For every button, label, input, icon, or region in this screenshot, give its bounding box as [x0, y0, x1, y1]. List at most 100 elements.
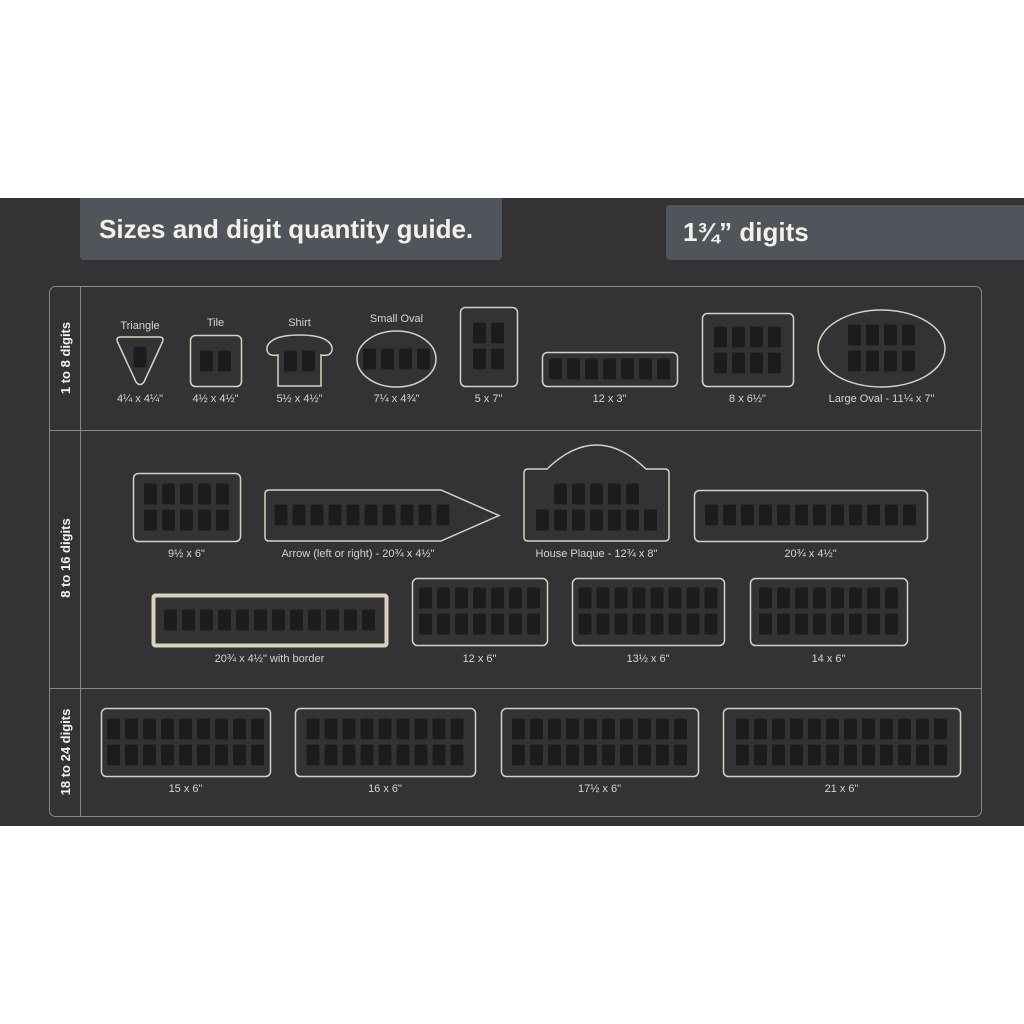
guide-title: Sizes and digit quantity guide.: [80, 198, 502, 260]
digit-slot: [584, 718, 597, 740]
digit-slot: [491, 613, 504, 635]
digit-slot: [626, 509, 639, 531]
plaque-option: Large Oval - 11¼ x 7": [817, 309, 946, 405]
digit-slot: [572, 483, 585, 505]
plaque-size: 12 x 6": [463, 653, 497, 665]
plaque-option: 12 x 6": [411, 577, 549, 665]
section-label-8-to-16: 8 to 16 digits: [58, 518, 73, 597]
digit-slot: [795, 587, 808, 609]
digit-slot: [251, 744, 264, 766]
digit-slot: [596, 613, 610, 635]
digit-slot: [704, 613, 718, 635]
digit-slot: [880, 744, 893, 766]
digit-slot: [414, 744, 428, 766]
digit-slot: [705, 504, 718, 526]
digit-slot: [632, 613, 646, 635]
digit-slot: [826, 744, 839, 766]
digit-slot: [536, 509, 549, 531]
plaque-outline: [132, 472, 242, 543]
digit-slot: [419, 613, 432, 635]
digit-slot: [650, 587, 664, 609]
plaque-outline: [264, 489, 501, 542]
digit-slot: [884, 350, 897, 372]
digit-slot: [790, 744, 803, 766]
digit-slot: [399, 348, 412, 370]
digit-slot: [880, 718, 893, 740]
digit-slot: [254, 609, 267, 631]
digit-slot: [491, 348, 504, 370]
digit-slot: [754, 718, 767, 740]
digit-slot: [473, 613, 486, 635]
digit-slot: [750, 326, 763, 348]
digit-slot: [436, 504, 450, 526]
digit-slot: [736, 718, 749, 740]
digit-slot: [772, 718, 785, 740]
plaque-name: Triangle: [120, 320, 159, 332]
digit-slot: [656, 744, 669, 766]
digit-slot: [831, 504, 844, 526]
digit-slot: [437, 587, 450, 609]
digit-slot: [236, 609, 249, 631]
digit-slot: [866, 324, 879, 346]
digit-slot: [578, 587, 592, 609]
digit-slot: [885, 613, 898, 635]
digit-slot: [381, 348, 394, 370]
plaque-name: Small Oval: [370, 313, 423, 325]
digit-slot: [602, 718, 615, 740]
digit-slot: [750, 352, 763, 374]
digit-slot: [328, 504, 342, 526]
digit-slot: [491, 322, 504, 344]
plaque-outline: [189, 334, 243, 388]
digit-slot: [567, 358, 580, 380]
digit-slot: [233, 718, 246, 740]
digit-slot: [306, 744, 320, 766]
plaque-size: 17½ x 6": [578, 783, 621, 795]
digit-slot: [608, 483, 621, 505]
digit-slot: [310, 504, 324, 526]
digit-slot: [590, 509, 603, 531]
plaque-size: House Plaque - 12¾ x 8": [536, 548, 658, 560]
digit-slot: [934, 744, 947, 766]
plaque-option: 5 x 7": [459, 306, 519, 405]
digit-slot: [608, 509, 621, 531]
digit-slot: [759, 587, 772, 609]
section-label-18-to-24: 18 to 24 digits: [58, 709, 73, 796]
digit-slot: [450, 744, 464, 766]
digit-slot: [179, 718, 192, 740]
digit-slot: [549, 358, 562, 380]
digit-slot: [360, 744, 374, 766]
digit-slot: [530, 744, 543, 766]
digit-slot: [182, 609, 195, 631]
digit-slot: [790, 718, 803, 740]
digit-slot: [143, 744, 156, 766]
digit-slot: [866, 350, 879, 372]
digit-slot: [848, 350, 861, 372]
digit-slot: [826, 718, 839, 740]
digit-slot: [795, 504, 808, 526]
digit-slot: [360, 718, 374, 740]
digit-slot: [650, 613, 664, 635]
digit-slot: [934, 718, 947, 740]
digit-slot: [162, 509, 175, 531]
digit-slot: [527, 613, 540, 635]
digit-slot: [125, 744, 138, 766]
plaque-size: Large Oval - 11¼ x 7": [829, 393, 935, 405]
plaque-option: 20¾ x 4½": [693, 489, 929, 560]
digit-slot: [848, 324, 861, 346]
digit-slot: [590, 483, 603, 505]
digit-slot: [686, 587, 700, 609]
digit-slot: [614, 613, 628, 635]
digit-slot: [455, 613, 468, 635]
digit-slot: [554, 509, 567, 531]
digit-slot: [584, 744, 597, 766]
digit-slot: [777, 587, 790, 609]
digit-slot: [639, 358, 652, 380]
digit-slot: [704, 587, 718, 609]
plaque-size: 21 x 6": [825, 783, 859, 795]
digit-slot: [777, 613, 790, 635]
digit-slot: [342, 744, 356, 766]
plaque-name: Tile: [207, 317, 224, 329]
digit-slot: [179, 744, 192, 766]
digit-slot: [432, 744, 446, 766]
digit-slot: [417, 348, 430, 370]
